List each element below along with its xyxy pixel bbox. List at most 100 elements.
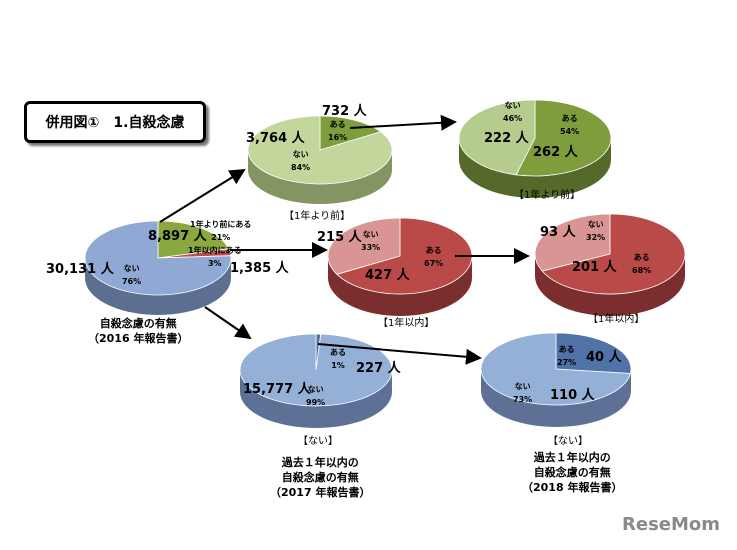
desc-year: （2017 年報告書）: [270, 486, 371, 499]
label: 1年より前にある: [190, 220, 252, 229]
pct: 54%: [560, 127, 580, 136]
label: ない: [307, 385, 324, 394]
arrow-none-followup: [317, 343, 482, 365]
none1-no-count: 15,777 人: [243, 382, 311, 397]
pct: 3%: [207, 259, 222, 268]
pie-slice: [515, 99, 612, 177]
pie-2016: [84, 220, 232, 315]
none2-no-count: 110 人: [550, 388, 595, 403]
label: ある: [330, 348, 346, 357]
pie-slice: [534, 213, 611, 272]
label: ある: [425, 246, 442, 255]
desc: 過去１年以内の: [281, 456, 359, 469]
none2-caption: 【ない】: [548, 436, 588, 447]
before-count: 8,897 人: [148, 229, 207, 244]
pie-within-2: [534, 213, 686, 316]
label: ない: [587, 220, 604, 229]
pct: 46%: [503, 114, 523, 123]
within-label: 1年以内にある 3%: [188, 244, 242, 270]
before-label: 1年より前にある 21%: [190, 218, 251, 244]
none-count: 30,131 人: [46, 262, 114, 277]
label: ない: [123, 264, 140, 273]
none2-yes: ある 27%: [557, 343, 576, 369]
desc: 自殺念慮の有無: [533, 466, 611, 479]
pct: 73%: [513, 395, 533, 404]
within2-caption: 【1年以内】: [588, 314, 645, 325]
none1-yes-count: 227 人: [356, 361, 401, 376]
label: ない: [504, 101, 521, 110]
within1-yes-count: 427 人: [365, 268, 410, 283]
pie-slice: [84, 220, 232, 296]
within2-yes: ある 68%: [632, 251, 651, 277]
pie-before-1: [247, 115, 393, 204]
before1-yes: ある 16%: [328, 118, 347, 144]
pie-slice: [247, 115, 393, 185]
pct: 67%: [424, 259, 444, 268]
pie-slice: [458, 99, 536, 176]
none2-yes-count: 40 人: [586, 350, 622, 365]
before1-caption: 【1年より前】: [284, 211, 351, 222]
desc-year: （2018 年報告書）: [522, 481, 623, 494]
caption-year: （2016 年報告書）: [88, 332, 189, 345]
before2-no-count: 222 人: [484, 131, 529, 146]
pie-none-1: [239, 333, 393, 428]
label: ない: [292, 150, 309, 159]
pct: 21%: [211, 233, 231, 242]
pie-slice: [336, 217, 473, 295]
pct: 27%: [557, 358, 577, 367]
desc-2018: 過去１年以内の自殺念慮の有無 （2018 年報告書）: [522, 450, 622, 495]
pct: 1%: [331, 361, 345, 370]
label: ある: [558, 345, 575, 354]
before1-yes-count: 732 人: [322, 104, 367, 119]
none1-yes: ある 1%: [330, 346, 346, 372]
label: 1年以内にある: [188, 246, 242, 255]
pie-none-2: [480, 332, 632, 427]
none1-caption: 【ない】: [298, 436, 338, 447]
within-count: 1,385 人: [230, 261, 289, 276]
desc: 過去１年以内の: [533, 451, 611, 464]
before2-caption: 【1年より前】: [514, 190, 581, 201]
caption: 自殺念慮の有無: [99, 317, 177, 330]
desc-2017: 過去１年以内の自殺念慮の有無 （2017 年報告書）: [270, 455, 370, 500]
within1-no-count: 215 人: [317, 230, 362, 245]
pct: 33%: [361, 243, 381, 252]
pie-slice: [480, 332, 631, 406]
none2-no: ない 73%: [513, 380, 532, 406]
within1-caption: 【1年以内】: [378, 318, 435, 329]
pie-within-1: [327, 217, 473, 316]
pie-slice: [157, 220, 230, 259]
desc: 自殺念慮の有無: [281, 471, 359, 484]
label: ある: [329, 120, 346, 129]
none-label: ない 76%: [122, 262, 141, 288]
label: ある: [561, 114, 578, 123]
caption-2016: 自殺念慮の有無 （2016 年報告書）: [88, 316, 188, 346]
pie-slice: [555, 332, 632, 374]
label: ない: [514, 382, 531, 391]
pie-slice: [327, 217, 401, 275]
arrow-to-none: [204, 306, 252, 340]
resemom-logo: ReseMom: [622, 514, 721, 535]
within2-yes-count: 201 人: [572, 260, 617, 275]
pct: 76%: [122, 277, 142, 286]
arrow-to-before: [159, 168, 246, 223]
pie-slice: [319, 115, 382, 151]
none1-no: ない 99%: [306, 383, 325, 409]
within1-yes: ある 67%: [424, 244, 443, 270]
before2-yes-count: 262 人: [533, 145, 578, 160]
before2-no: ない 46%: [503, 99, 522, 125]
within2-no-count: 93 人: [540, 225, 576, 240]
pie-before-2: [458, 99, 612, 198]
pct: 68%: [632, 266, 652, 275]
arrow-before-followup: [349, 114, 457, 131]
label: ある: [633, 253, 650, 262]
figure-title: 併用図① 1.自殺念慮: [24, 101, 206, 143]
before1-no-count: 3,764 人: [246, 131, 305, 146]
pct: 99%: [306, 398, 326, 407]
label: ない: [362, 230, 379, 239]
pct: 16%: [328, 133, 348, 142]
before2-yes: ある 54%: [560, 112, 579, 138]
